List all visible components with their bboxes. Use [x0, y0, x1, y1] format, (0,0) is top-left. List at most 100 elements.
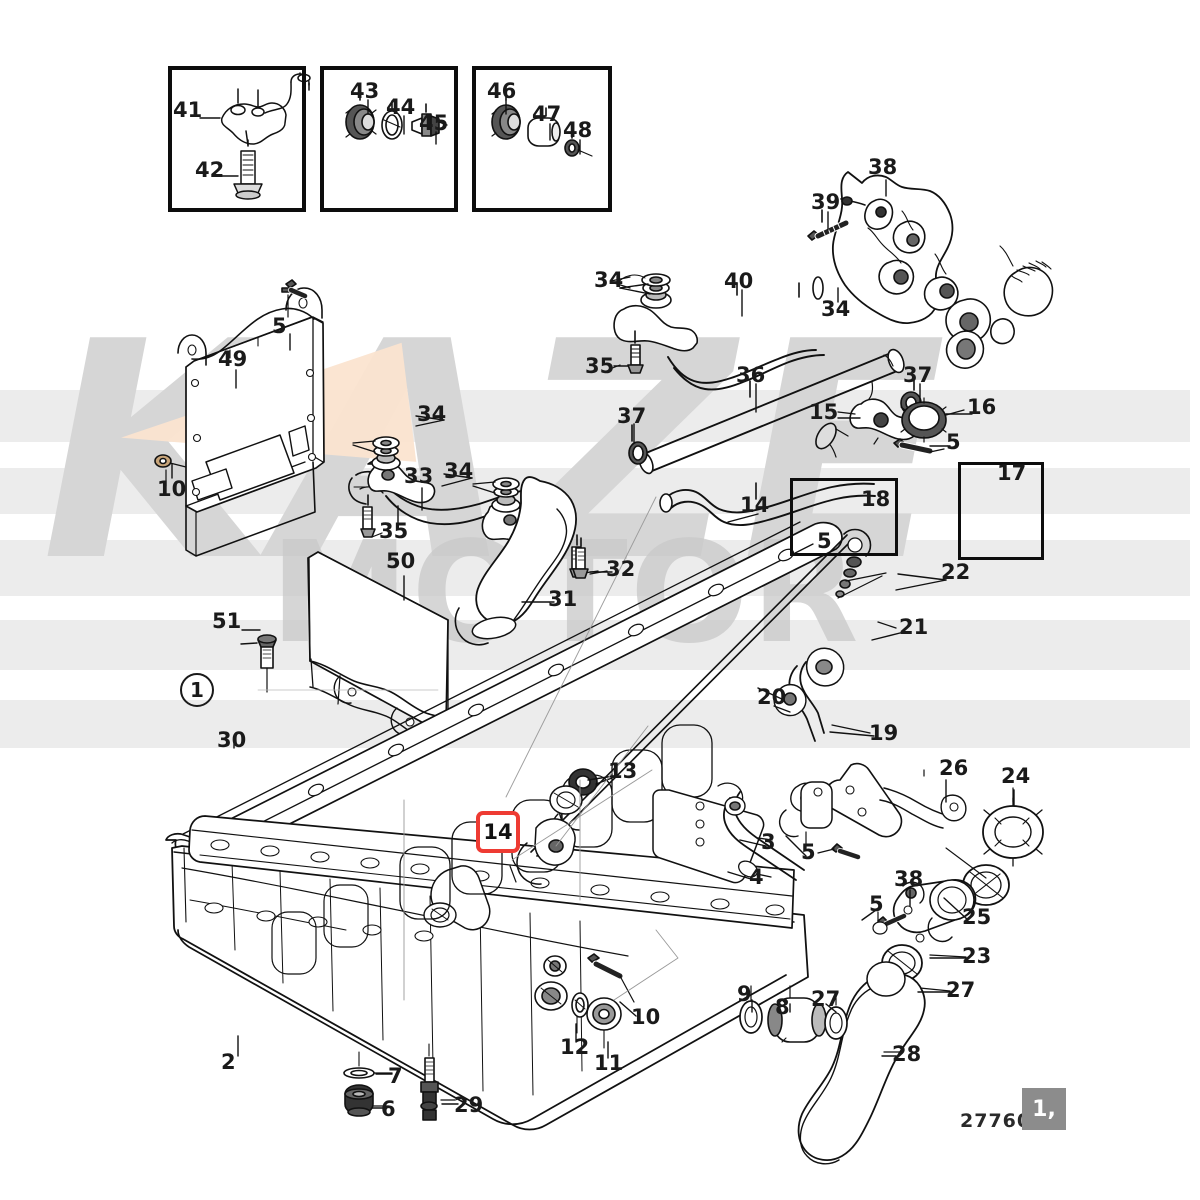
- sensor-29: [420, 1043, 456, 1121]
- baffle-50: [307, 551, 449, 742]
- part-callout-15: 15: [809, 400, 839, 424]
- part-callout-5: 5: [869, 892, 884, 916]
- inset-44-oring: [381, 100, 403, 140]
- part-callout-18: 18: [861, 487, 891, 511]
- part-callout-35: 35: [379, 519, 409, 543]
- part-callout-26: 26: [939, 756, 969, 780]
- inset-box-41-42: [168, 66, 306, 212]
- part-callout-9: 9: [737, 982, 752, 1006]
- part-callout-43: 43: [350, 79, 380, 103]
- oil-pump-38: [832, 171, 1054, 369]
- part-callout-44: 44: [386, 95, 416, 119]
- dipstick-seal-22: [835, 556, 897, 629]
- part-callout-2: 2: [221, 1050, 236, 1074]
- part-group-10-11-12: [534, 953, 635, 1049]
- bracket-26-arm: [778, 781, 833, 851]
- flange-34-left-pipe33: [352, 436, 436, 538]
- bolt-39: [807, 209, 850, 241]
- part-callout-34: 34: [821, 297, 851, 321]
- flange-23: [892, 879, 977, 958]
- oring-27-lower: [824, 994, 848, 1040]
- oil-pan-ribs: [271, 724, 713, 975]
- part-callout-12: 12: [560, 1035, 590, 1059]
- part-callout-37: 37: [903, 363, 933, 387]
- nut-16: [900, 397, 965, 443]
- part-callout-4: 4: [749, 865, 764, 889]
- pipe-36: [638, 348, 905, 475]
- part-callout-3: 3: [761, 830, 776, 854]
- inset-41-part: [220, 72, 311, 146]
- part-callout-42: 42: [195, 158, 225, 182]
- tube-31: [454, 476, 577, 646]
- bolt-51: [240, 634, 277, 693]
- connector-8: [767, 985, 827, 1043]
- inset-43-part: [345, 94, 377, 140]
- washer-7: [343, 1051, 393, 1079]
- part-callout-23: 23: [962, 944, 992, 968]
- part-callout-5: 5: [801, 840, 816, 864]
- part-callout-14: 14: [740, 493, 770, 517]
- inset-45-sensor: [411, 103, 448, 137]
- circled-callout-1: 1: [180, 673, 214, 707]
- oil-pan-2: [171, 815, 809, 1131]
- part-callout-46: 46: [487, 79, 517, 103]
- bolt-5-at-16: [893, 438, 945, 455]
- inset-46-part: [491, 94, 521, 140]
- bolt-32: [572, 537, 608, 579]
- part-callout-38: 38: [894, 867, 924, 891]
- part-callout-45: 45: [419, 111, 449, 135]
- part-callout-47: 47: [532, 102, 562, 126]
- part-callout-36: 36: [736, 363, 766, 387]
- bracket-49: [177, 287, 325, 557]
- part-callout-5: 5: [946, 430, 961, 454]
- part-callout-30: 30: [217, 728, 247, 752]
- part-callout-31: 31: [548, 587, 578, 611]
- hose-28: [797, 961, 926, 1165]
- inset-box-43-45: [320, 66, 458, 212]
- part-callout-29: 29: [454, 1093, 484, 1117]
- part-callout-27: 27: [946, 978, 976, 1002]
- inset-42-bolt: [233, 139, 263, 200]
- bolt-5-bracket-49: [281, 279, 308, 318]
- part-callout-10: 10: [631, 1005, 661, 1029]
- part-callout-16: 16: [967, 395, 997, 419]
- part-callout-39: 39: [811, 190, 841, 214]
- part-callout-19: 19: [869, 721, 899, 745]
- part-callout-41: 41: [173, 98, 203, 122]
- part-callout-7: 7: [388, 1064, 403, 1088]
- part-callout-11: 11: [594, 1051, 624, 1075]
- bolt-5-flange-23: [872, 911, 907, 935]
- projection-lines: [403, 496, 679, 1001]
- part-callout-22: 22: [941, 560, 971, 584]
- part-callout-5: 5: [817, 529, 832, 553]
- part-callout-6: 6: [381, 1097, 396, 1121]
- highlighted-callout-14[interactable]: 14: [476, 811, 520, 853]
- part-callout-40: 40: [724, 269, 754, 293]
- washer-37-left: [628, 424, 648, 465]
- part-callout-5: 5: [272, 314, 287, 338]
- pickup-tube-3: [723, 791, 805, 881]
- part-callout-50: 50: [386, 549, 416, 573]
- part-callout-27: 27: [811, 987, 841, 1011]
- part-callout-38: 38: [868, 155, 898, 179]
- part-callout-33: 33: [404, 464, 434, 488]
- part-callout-10: 10: [157, 477, 187, 501]
- part-callout-51: 51: [212, 609, 242, 633]
- inset-47-sleeve: [527, 107, 561, 147]
- part-callout-34: 34: [444, 459, 474, 483]
- part-callout-17: 17: [997, 461, 1027, 485]
- part-callout-13: 13: [608, 759, 638, 783]
- part-callout-20: 20: [757, 685, 787, 709]
- drain-plug-6: [344, 1084, 390, 1117]
- inset-box-18-5: [790, 478, 898, 556]
- part-callout-28: 28: [892, 1042, 922, 1066]
- pipe-40: [667, 276, 825, 391]
- part-callout-34: 34: [594, 268, 624, 292]
- part-callout-24: 24: [1001, 764, 1031, 788]
- highlight-label: 14: [480, 815, 516, 849]
- part-callout-21: 21: [899, 615, 929, 639]
- part-callout-25: 25: [962, 905, 992, 929]
- oring-9: [739, 985, 763, 1034]
